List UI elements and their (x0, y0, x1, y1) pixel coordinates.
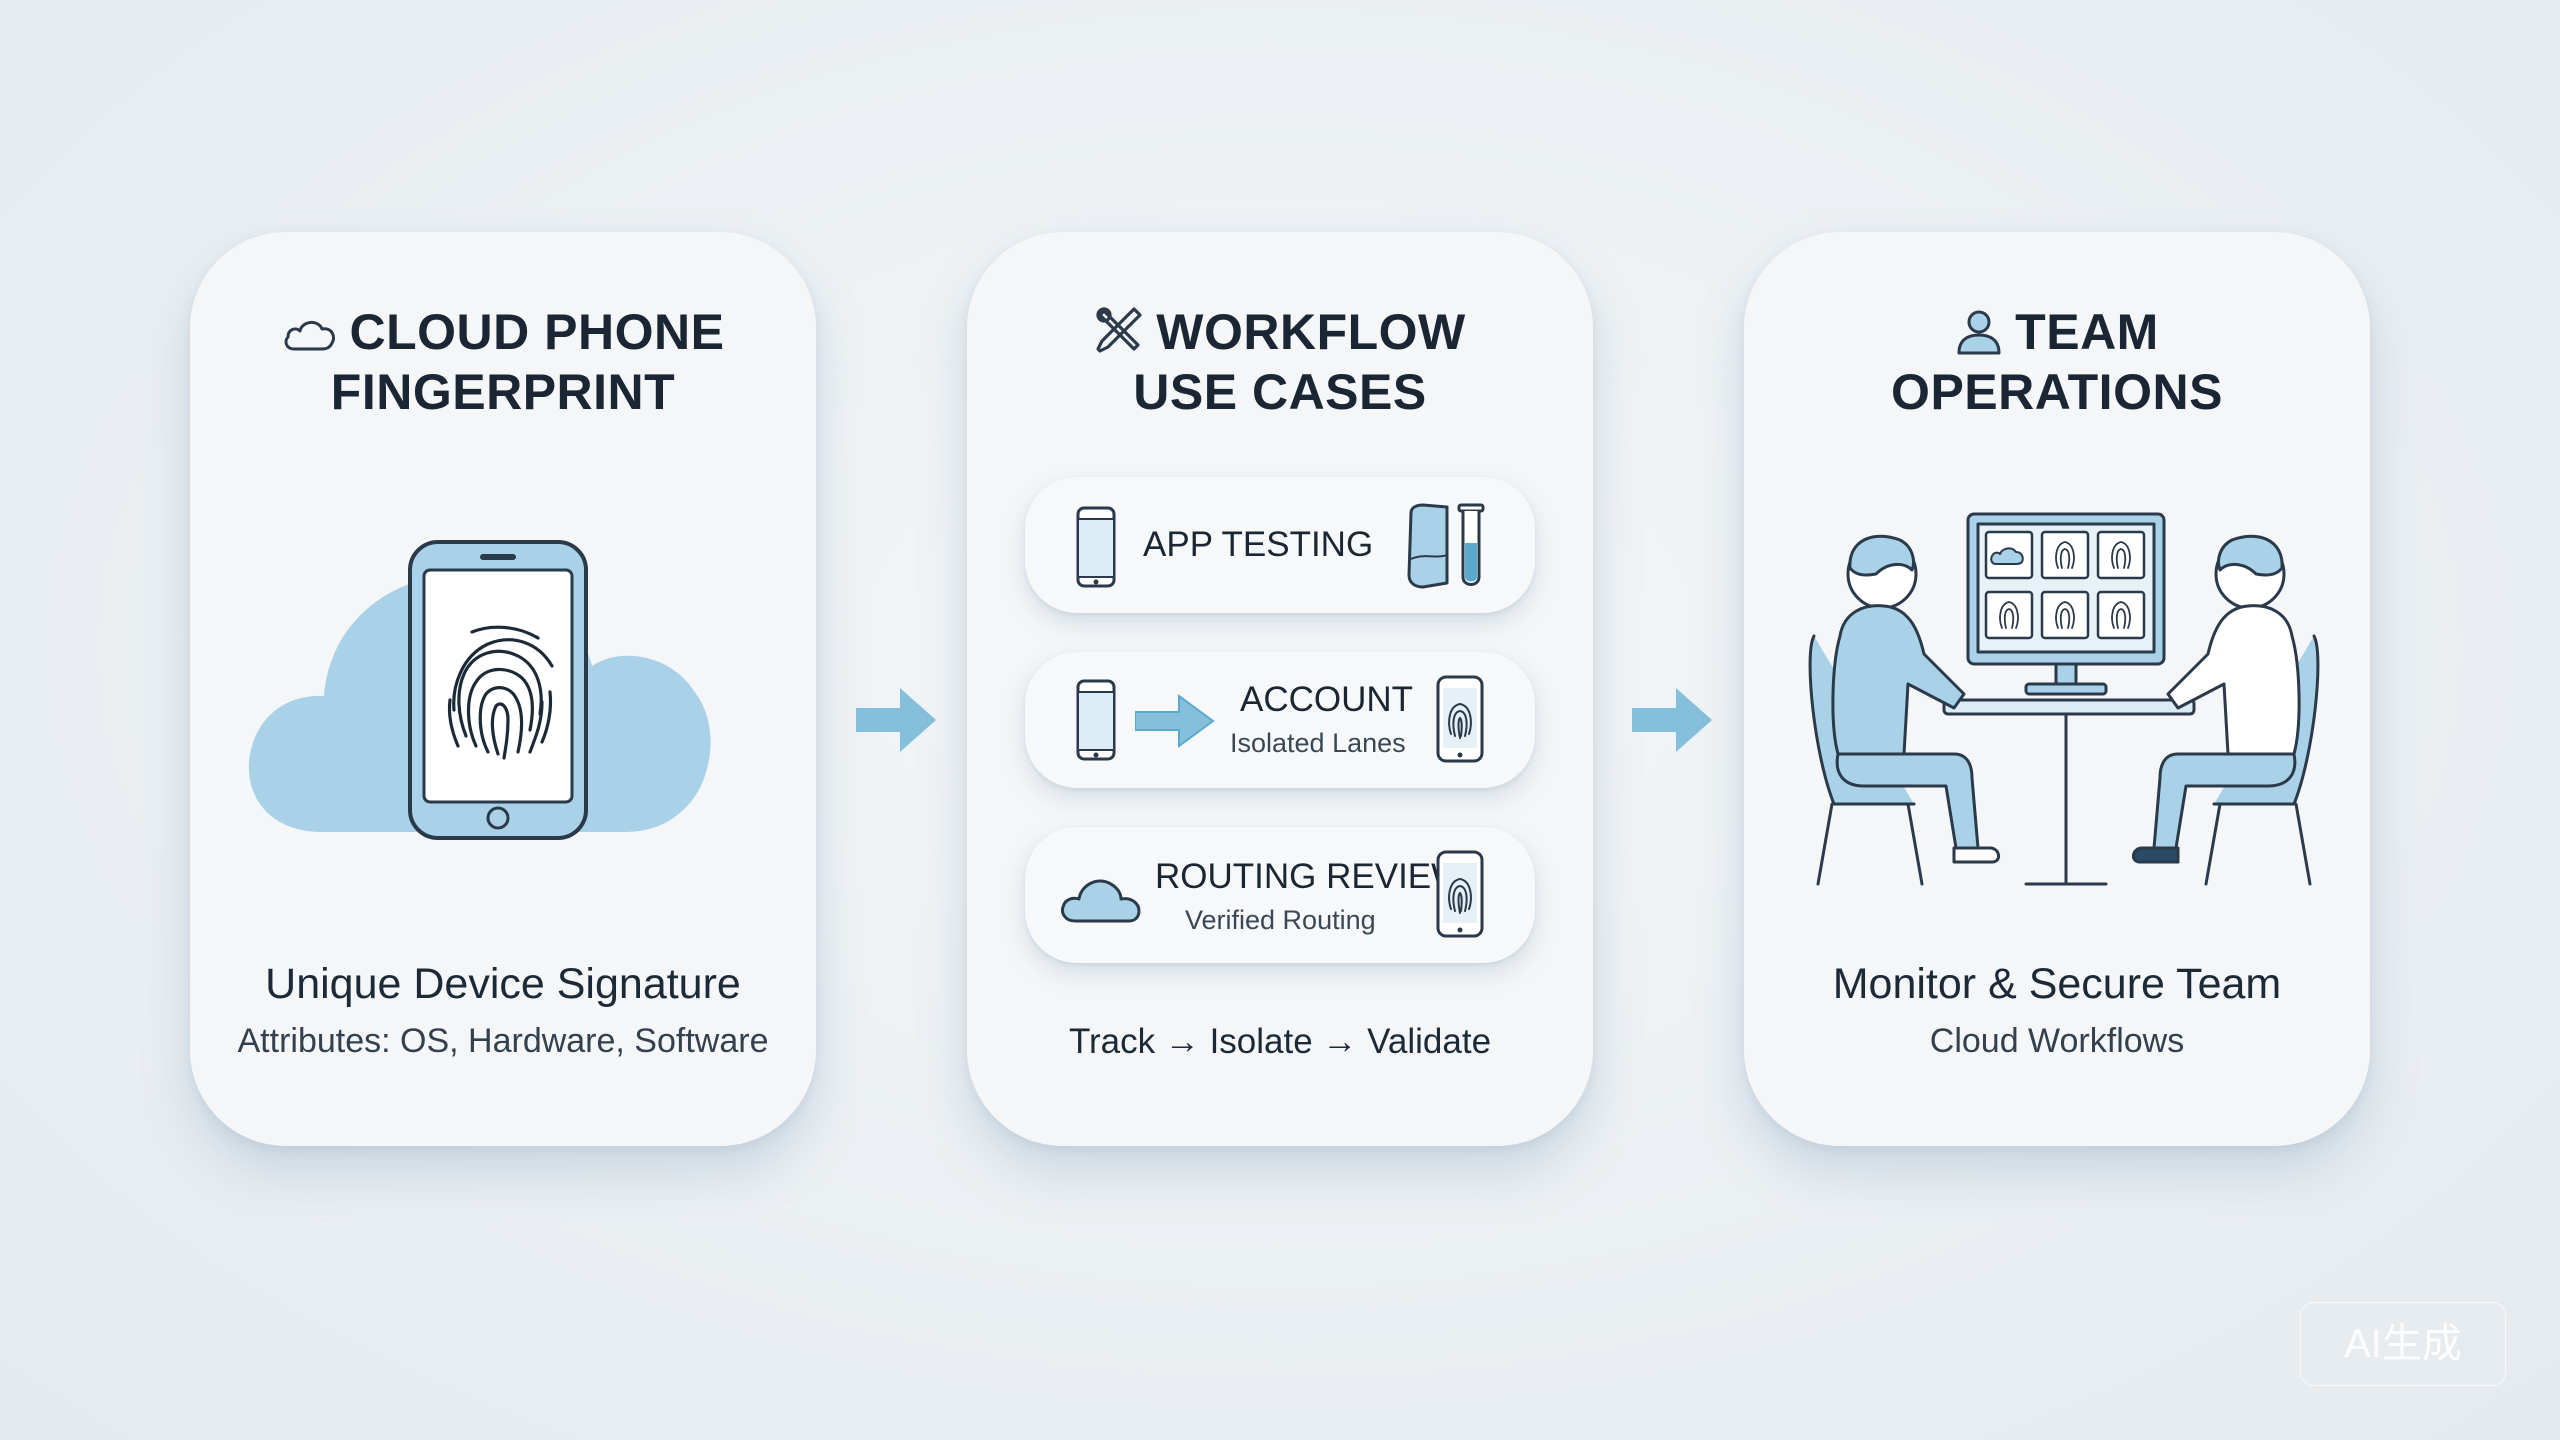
card-title-line2: USE CASES (1133, 364, 1427, 420)
pill-sub: Verified Routing (1185, 905, 1376, 935)
phone-fingerprint-icon (1436, 850, 1484, 938)
card-team-operations: TEAM OPERATIONS (1744, 232, 2370, 1146)
pill-account[interactable]: ACCOUNT Isolated Lanes (1025, 652, 1535, 788)
fingerprint-icon (447, 625, 554, 760)
arrow-right-icon (856, 688, 936, 752)
arrow-right-icon (1632, 688, 1712, 752)
phone-icon (1076, 679, 1116, 761)
card-workflow-use-cases: WORKFLOW USE CASES APP TESTING ACCOUNT I… (967, 232, 1593, 1146)
card-title: WORKFLOW USE CASES (967, 302, 1593, 422)
tools-icon (1096, 307, 1142, 353)
cloud-icon (284, 321, 335, 351)
pill-label: ROUTING REVIEW (1155, 857, 1465, 896)
test-tubes-icon (1407, 503, 1485, 589)
user-icon (1957, 310, 2001, 355)
pill-sub: Isolated Lanes (1230, 728, 1406, 758)
desc-title: Unique Device Signature (265, 960, 741, 1008)
team-monitoring-illustration (1808, 512, 2320, 886)
desc-sub: Cloud Workflows (1929, 1022, 2185, 1060)
cloud-icon (1061, 879, 1141, 923)
card-title: TEAM OPERATIONS (1744, 302, 2370, 422)
pill-app-testing[interactable]: APP TESTING (1025, 477, 1535, 613)
card-title-line2: OPERATIONS (1891, 364, 2223, 420)
card-title-line2: FINGERPRINT (330, 364, 676, 420)
card-title-line1: WORKFLOW (1156, 304, 1466, 360)
arrow-right-icon (1135, 694, 1215, 748)
card-cloud-phone-fingerprint: CLOUD PHONE FINGERPRINT Unique Device Si… (190, 232, 816, 1146)
phone-fingerprint-icon (1436, 675, 1484, 763)
pill-routing-review[interactable]: ROUTING REVIEW Verified Routing (1025, 827, 1535, 963)
card-title-line1: CLOUD PHONE (349, 304, 725, 360)
workflow-footer: Track → Isolate → Validate (1068, 1022, 1492, 1061)
watermark: AI生成 (2300, 1302, 2506, 1386)
phone-icon (1076, 506, 1116, 588)
card-title: CLOUD PHONE FINGERPRINT (190, 302, 816, 422)
phone-fingerprint-illustration (248, 540, 711, 840)
desc-sub: Attributes: OS, Hardware, Software (237, 1022, 769, 1060)
card-title-line1: TEAM (2015, 304, 2159, 360)
desc-title: Monitor & Secure Team (1832, 960, 2282, 1008)
pill-label: ACCOUNT (1240, 680, 1414, 719)
pill-label: APP TESTING (1143, 525, 1374, 564)
